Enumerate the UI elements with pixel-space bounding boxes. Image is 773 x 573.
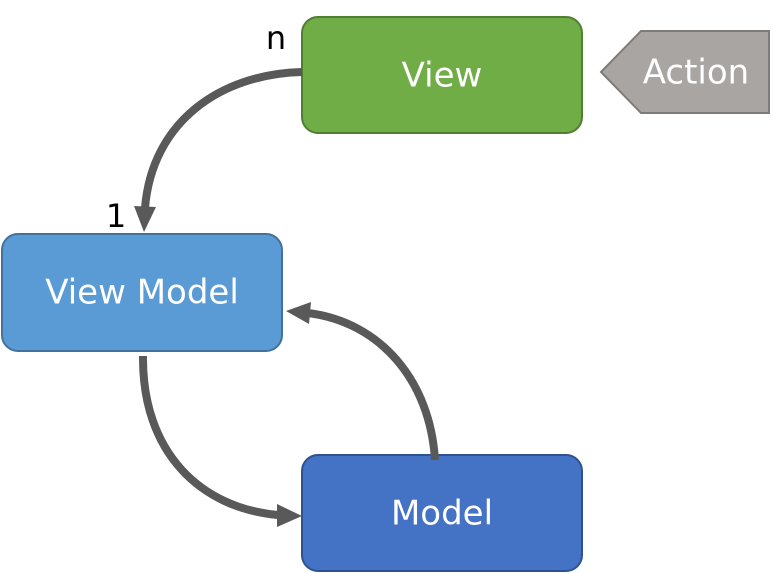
action-label: Action [643, 53, 749, 93]
arrow-model-to-view-model [286, 302, 439, 461]
view-node: View [301, 16, 583, 134]
view-model-label: View Model [45, 273, 239, 313]
model-node: Model [301, 454, 583, 572]
arrow-view-model-to-model [138, 355, 302, 527]
model-label: Model [391, 494, 493, 534]
view-label: View [402, 56, 483, 96]
action-shape [599, 30, 770, 114]
arrow-view-to-view-model [134, 68, 303, 232]
view-model-box [1, 233, 283, 352]
multiplicity-1-label: 1 [106, 197, 126, 235]
arrow-model-to-view-model-head [286, 302, 311, 324]
arrow-view-model-to-model-line [138, 355, 279, 519]
multiplicity-n-label: n [266, 19, 286, 57]
view-model-node: View Model [1, 233, 283, 352]
arrow-view-model-to-model-head [277, 504, 302, 527]
arrow-view-to-view-model-head [134, 206, 156, 232]
arrow-model-to-view-model-line [307, 309, 439, 461]
arrow-view-to-view-model-line [141, 68, 303, 209]
action-node: Action [599, 30, 770, 114]
model-box [301, 454, 583, 572]
